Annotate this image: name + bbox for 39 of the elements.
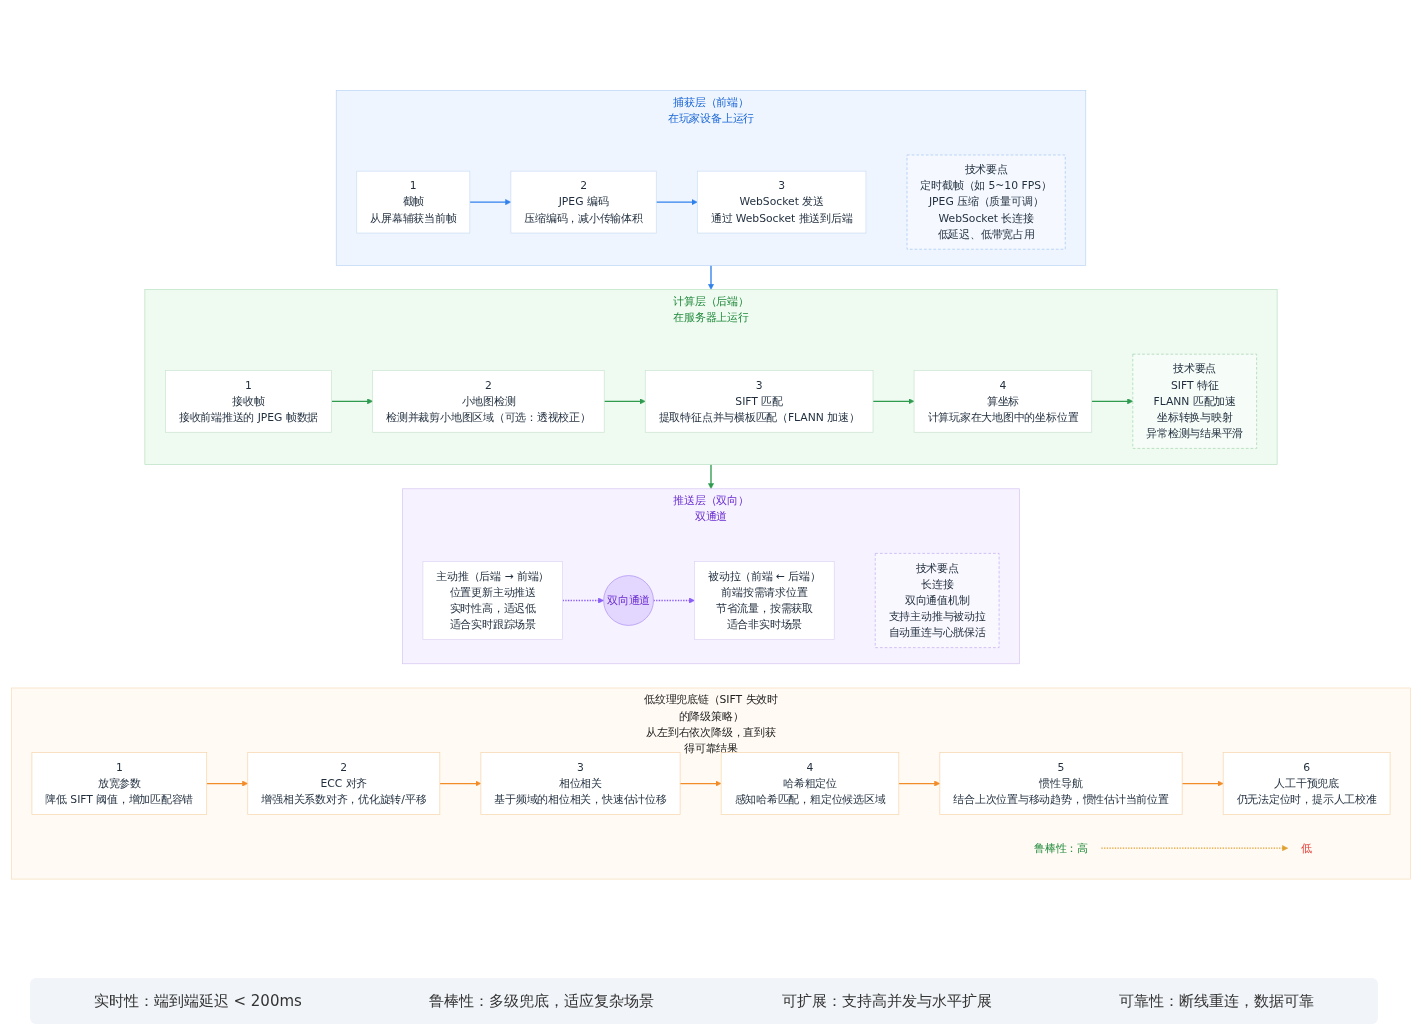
arrow [655,199,698,206]
node-box: 2 小地图检测 检测并裁剪小地图区域（可选：透视校正） [372,370,605,433]
arrow [439,780,482,787]
node-box: 3 相位相关 基于频域的相位相关，快速估计位移 [480,752,681,816]
node-box: 5 惯性导航 结合上次位置与移动趋势，惯性估计当前位置 [939,752,1183,816]
feature-note: 鲁棒性：多级兜底，适应复杂场景 [429,991,655,1011]
node-text: 低 [1301,841,1313,855]
node-box: 4 算坐标 计算玩家在大地图中的坐标位置 [913,370,1093,433]
node-box: 3 SIFT 匹配 提取特征点并与横板匹配（FLANN 加速） [644,370,874,433]
node-box: 1 接收帧 接收前端推送的 JPEG 帧数据 [165,370,332,433]
node-box: 2 ECC 对齐 增强相关系数对齐，优化旋转/平移 [247,752,441,816]
node-box: 1 截帧 从屏幕辅获当前帧 [356,171,471,234]
node-box: 3 WebSocket 发送 通过 WebSocket 推送到后端 [696,171,867,234]
arrow [330,398,373,405]
node-box: 1 放宽参数 陴低 SIFT 阈值，增加匹配容错 [31,752,208,816]
arrow [679,780,722,787]
feature-note: 可扩展：支持高并发与水平扩展 [781,991,992,1011]
node-box: 4 哈希粗定位 感知哈希匹配，粗定位候选区域 [720,752,900,816]
feature-note: 实时性：端到端延迟 < 200ms [93,991,302,1011]
arrow [708,264,714,291]
node-box: 主动推（后端 → 前端） 位置更新主动推送 实时性高，适迟低 适合实时跟踪场景 [422,561,563,641]
feature-note: 可靠性：断线重连，数据可靠 [1119,991,1315,1011]
arrow [1181,780,1224,787]
node-circle: 双向通道 [603,575,654,626]
arrow [1091,398,1134,405]
node-box: 技术要点 长连接 双向通值机制 支持主动推与被动拉 自动重连与心胱保活 [874,553,1000,649]
node-box: 技术要点 定时截帧（如 5~10 FPS） JPEG 压缩（质量可调） WebSocket 长连接 低延迟、低带宽占用 [906,154,1066,250]
arrow [898,780,941,787]
arrow [603,398,646,405]
arrow [708,464,714,490]
arrow [1100,845,1289,852]
node-box: 被动拉（前端 ← 后端） 前端按需请求位置 节省流量，按需获取 适合非实时场景 [694,561,835,641]
arrow [206,780,249,787]
node-text: 鲁棒性：高 [1034,841,1088,855]
node-box: 2 JPEG 编码 压缩编码，减小传输体积 [510,171,657,234]
node-box: 6 人工干预兜底 仍无法定位时，提示人工校准 [1222,752,1391,816]
arrow [872,398,915,405]
arrow [469,199,512,206]
node-box: 技术要点 SIFT 特征 FLANN 匹配加速 坐标转换与映射 异常检测与结果平滑 [1132,354,1257,449]
